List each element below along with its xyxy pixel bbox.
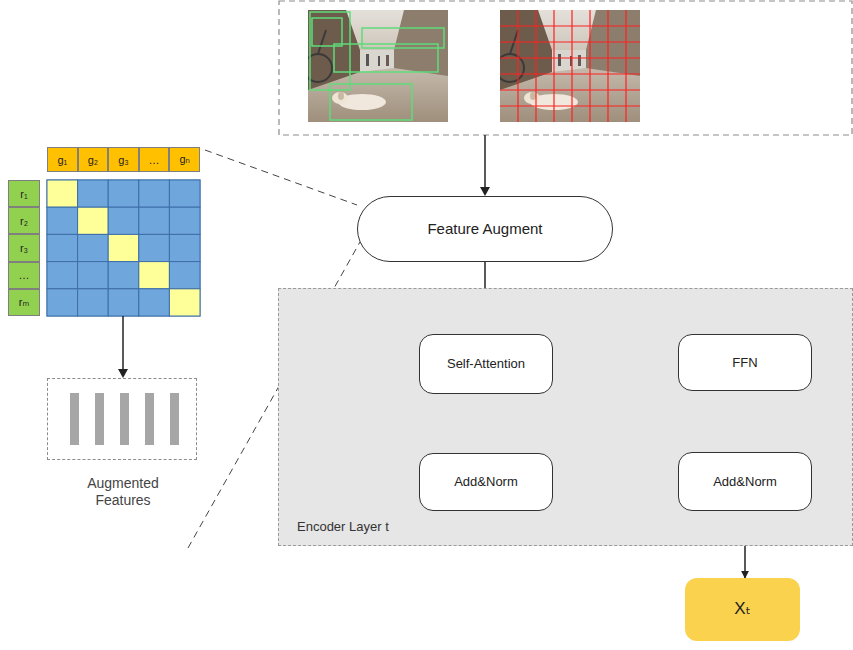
matrix-cell [108,262,139,289]
matrix-cell [169,180,200,207]
matrix-cell [139,180,170,207]
caption-label: Augmented Features [58,475,188,509]
matrix-cell [108,180,139,207]
row-cell: r₃ [8,234,40,261]
matrix-cell [47,289,78,316]
matrix-cell [169,262,200,289]
region-label: Encoder Layer t [297,519,389,535]
matrix-cell [139,289,170,316]
diagonal-cell [108,234,139,261]
process-box: FFN [678,334,812,391]
row-cell: rₘ [8,289,40,316]
header-cell: g₁ [47,147,78,172]
encoder-region: Encoder Layer t Self-AttentionAdd&Norm FFN… [278,288,853,546]
node-label: Xₜ [734,599,750,619]
row-cell: r₁ [8,180,40,207]
process-box: Add&Norm [678,452,812,511]
matrix-cell [78,180,109,207]
header-cell: g₃ [108,147,139,172]
matrix-cell [47,234,78,261]
matrix-cell [78,262,109,289]
header-cell: … [139,147,170,172]
diagonal-cell [47,180,78,207]
diagonal-cell [169,289,200,316]
matrix-cell [108,207,139,234]
matrix-cell [169,234,200,261]
node-label: Self-Attention [447,356,525,372]
matrix-cell [139,234,170,261]
node-label: Add&Norm [713,474,777,490]
matrix-cell [139,207,170,234]
diagonal-cell [139,262,170,289]
matrix-cell [47,262,78,289]
matrix-cell [78,289,109,316]
matrix-cell [47,207,78,234]
process-box: Self-Attention [419,334,553,394]
matrix-cell [108,289,139,316]
output-box: Xₜ [685,578,800,641]
process-box: Feature Augment [357,196,613,262]
node-label: FFN [732,355,757,371]
row-cell: … [8,262,40,289]
node-label: Feature Augment [427,220,542,238]
feature-box: Augmented Features [47,378,197,460]
process-box: Add&Norm [419,453,553,511]
header-cell: g₂ [78,147,109,172]
row-cell: r₂ [8,207,40,234]
matrix-cell [169,207,200,234]
diagonal-cell [78,207,109,234]
header-cell: gₙ [169,147,200,172]
matrix-cell [78,234,109,261]
node-label: Add&Norm [454,474,518,490]
